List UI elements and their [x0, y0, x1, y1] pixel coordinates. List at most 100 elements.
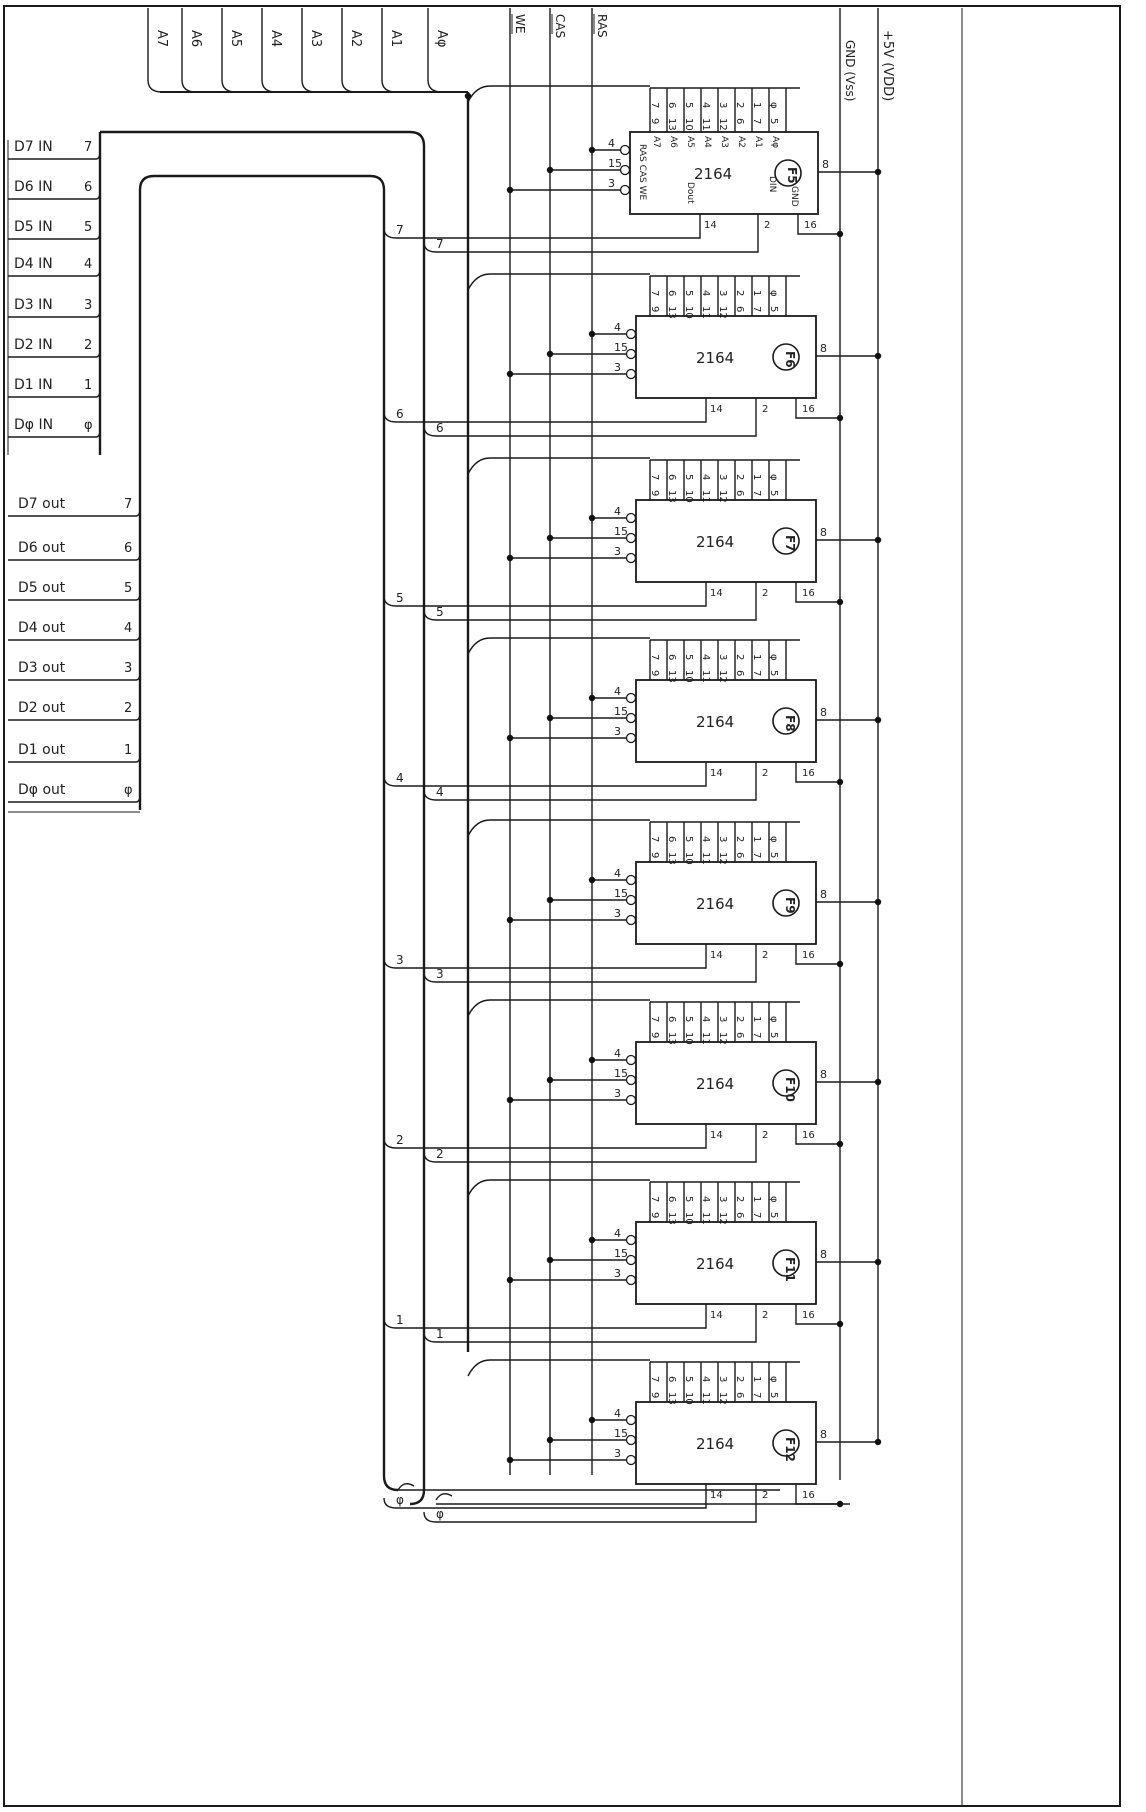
addr-pin-num-0: 9: [649, 1392, 660, 1398]
din-pin-num: 2: [762, 588, 768, 599]
addr-bit-3: 4: [700, 654, 711, 660]
dout-wire: [396, 762, 707, 787]
addr-pin-num-5: 6: [734, 1032, 745, 1038]
addr-pin-num-3: 11: [700, 306, 711, 319]
addr-bit-7: φ: [768, 290, 779, 297]
chip-ref-circle: [772, 527, 800, 555]
din-pin-num: 2: [762, 768, 768, 779]
addr-bit-3: 4: [700, 836, 711, 842]
address-label-1: A6: [188, 30, 203, 47]
data-out-num-4: 3: [124, 661, 132, 676]
data-in-bend-6: [95, 388, 101, 398]
chip-part-number: 2164: [696, 1435, 734, 1453]
dout-bit-label: 6: [396, 407, 404, 421]
ctrl-dot-0: [588, 876, 596, 884]
dout-bus-bend: [383, 411, 397, 423]
chip-part-number: 2164: [696, 713, 734, 731]
addr-bit-6: 1: [751, 654, 762, 660]
dout-wire: [396, 398, 707, 423]
vdd-pin-num: 8: [820, 706, 827, 719]
chip-ref-circle: [772, 1249, 800, 1277]
ctrl-dot-2: [506, 554, 514, 562]
data-out-label-4: D3 out: [18, 660, 66, 676]
ctrl-bubble-2: [625, 732, 637, 744]
addr-bit-6: 1: [751, 1196, 762, 1202]
din-wire: [436, 1304, 757, 1343]
ctrl-bubble-0: [625, 692, 637, 704]
vdd-label: +5V (VDD): [880, 30, 895, 101]
addr-pin-num-5: 6: [734, 118, 745, 124]
chip-ref-label: F12: [783, 1437, 797, 1462]
addr-pin-num-5: 6: [734, 490, 745, 496]
address-bend-2: [221, 79, 237, 93]
addr-pin-num-2: 10: [683, 670, 694, 683]
addr-pin-num-7: 5: [768, 118, 779, 124]
addr-pin-num-7: 5: [768, 670, 779, 676]
din-bit-label: φ: [436, 1507, 444, 1521]
ctrl-bubble-0: [625, 1054, 637, 1066]
dout-pin-num: 14: [710, 1130, 723, 1141]
vdd-pin-num: 8: [822, 158, 829, 171]
addr-bit-6: 1: [751, 836, 762, 842]
addr-bit-7: φ: [768, 654, 779, 661]
data-out-num-0: 7: [124, 497, 132, 512]
addr-bit-6: 1: [751, 1016, 762, 1022]
addr-pin-num-1: 13: [666, 1392, 677, 1405]
data-in-num-7: φ: [84, 418, 93, 433]
address-label-3: A4: [268, 30, 283, 47]
data-in-label-6: D1 IN: [14, 377, 53, 393]
addr-bit-2: 5: [683, 102, 694, 108]
ctrl-pin-num-2: 3: [614, 1087, 621, 1100]
ctrl-dot-0: [588, 1416, 596, 1424]
addr-bit-6: 1: [751, 1376, 762, 1382]
din-bus-bend: [423, 1331, 437, 1343]
gnd-tap: [795, 1304, 840, 1325]
din-bus-bend: [423, 789, 437, 801]
chip-part-number: 2164: [696, 349, 734, 367]
din-bus-bend: [423, 1151, 437, 1163]
ctrl-dot-2: [506, 1456, 514, 1464]
data-in-label-3: D4 IN: [14, 256, 53, 272]
addr-bus-tap: [467, 819, 650, 837]
ctrl-dot-0: [588, 146, 596, 154]
addr-pin-num-0: 9: [649, 118, 660, 124]
gnd-tap: [795, 398, 840, 419]
addr-pin-num-7: 5: [768, 306, 779, 312]
vdd-pin-num: 8: [820, 1248, 827, 1261]
bus-end-in: [435, 1493, 453, 1501]
addr-bit-4: 3: [717, 1376, 728, 1382]
data-in-num-5: 2: [84, 338, 92, 353]
data-in-bend-2: [95, 230, 101, 240]
ctrl-pin-num-0: 4: [614, 321, 621, 334]
data-in-bend-5: [95, 348, 101, 358]
ctrl-pin-num-1: 15: [608, 157, 622, 170]
chip-ref-label: F11: [783, 1257, 797, 1282]
address-bend-3: [261, 79, 277, 93]
ctrl-bubble-2: [625, 368, 637, 380]
din-wire: [436, 762, 757, 801]
addr-pin-num-5: 6: [734, 670, 745, 676]
addr-bit-6: 1: [751, 474, 762, 480]
addr-pin-num-1: 13: [666, 670, 677, 683]
address-bend-6: [381, 79, 397, 93]
dout-wire: [396, 1484, 707, 1509]
gnd-pin-num: 16: [802, 404, 815, 415]
gnd-pin-num: 16: [802, 1130, 815, 1141]
din-bus-bend: [423, 1511, 437, 1523]
addr-pin-num-6: 7: [751, 1212, 762, 1218]
addr-bit-6: 1: [751, 102, 762, 108]
addr-pin-num-2: 10: [683, 490, 694, 503]
addr-bit-5: 2: [734, 654, 745, 660]
addr-pin-num-1: 13: [666, 490, 677, 503]
data-in-num-4: 3: [84, 298, 92, 313]
gnd-dot: [836, 1320, 844, 1328]
ctrl-pin-num-0: 4: [614, 1407, 621, 1420]
addr-bit-2: 5: [683, 1016, 694, 1022]
gnd-pin-num: 16: [802, 950, 815, 961]
dout-bit-label: φ: [396, 1493, 404, 1507]
f5-pin-name-0: A7: [651, 136, 661, 148]
din-bus-bend: [423, 241, 437, 253]
addr-pin-num-0: 9: [649, 490, 660, 496]
